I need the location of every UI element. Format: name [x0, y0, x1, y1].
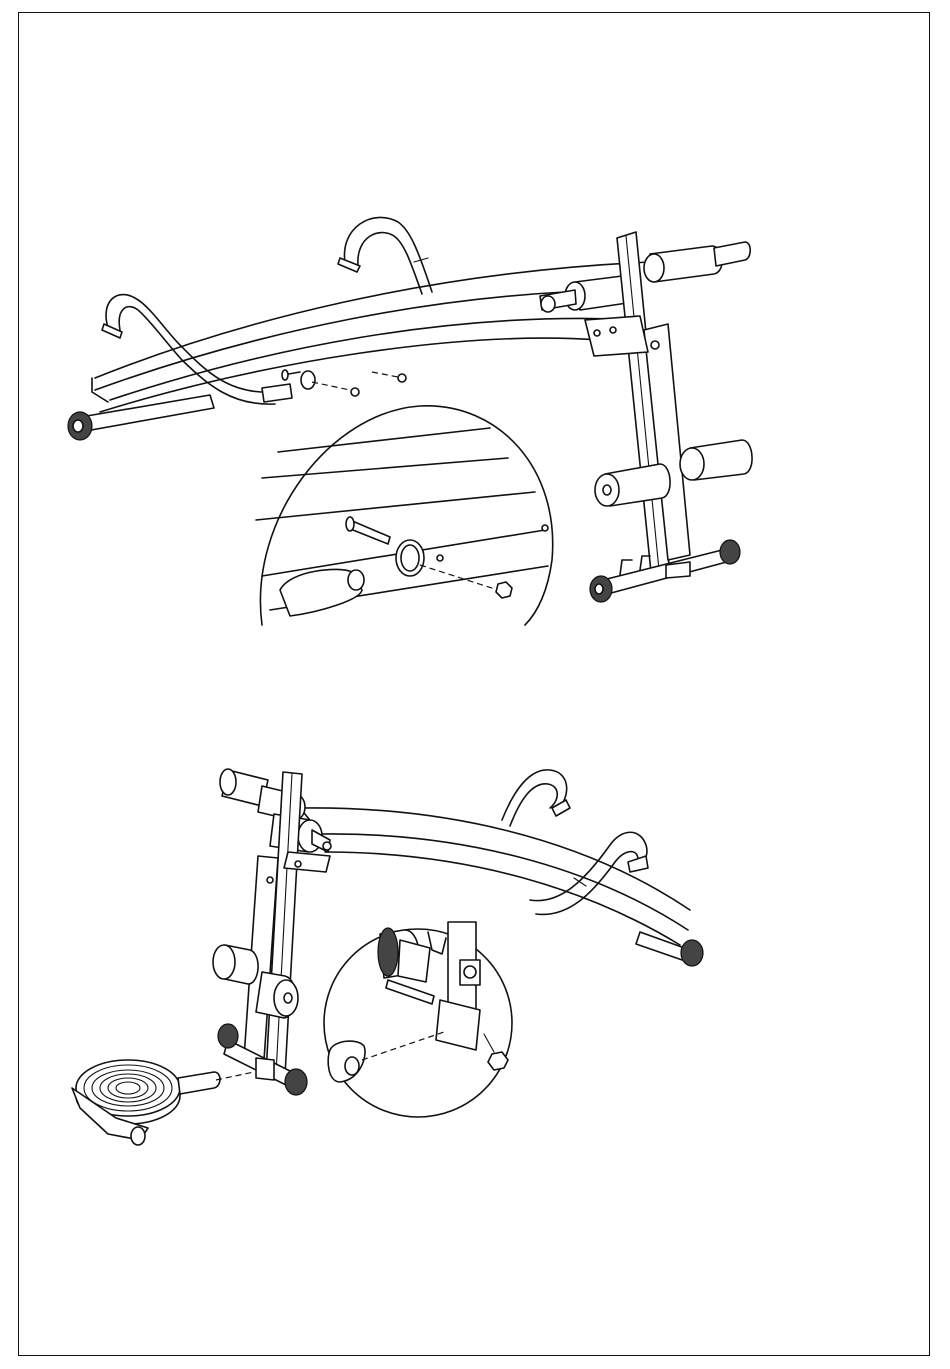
figure-2-left-floor-grip	[218, 1024, 238, 1048]
figure-2-detail-callout	[324, 922, 512, 1117]
figure-2-top-roller-assembly	[220, 769, 331, 852]
figure-2-right-floor-grip	[285, 1069, 307, 1095]
figure-2-rear-grip	[681, 940, 703, 966]
figure-2-curved-bench-frame	[300, 808, 703, 966]
figure-2-front-handlebar	[530, 832, 648, 914]
figure-2-front-upright	[244, 772, 330, 1075]
figure-2-twister-disc	[72, 1060, 254, 1145]
figure-2-back-handlebar	[502, 770, 570, 826]
